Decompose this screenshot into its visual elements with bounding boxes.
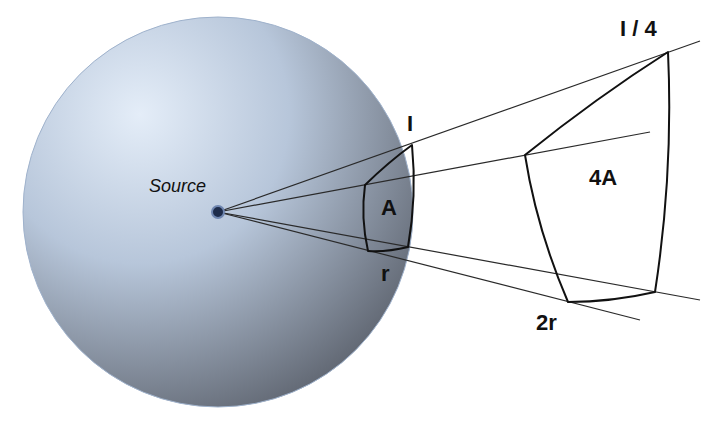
- patch-outline: [525, 52, 669, 302]
- radius-label: 2r: [536, 312, 557, 334]
- ray-line: [218, 212, 640, 320]
- area-label: 4A: [589, 167, 617, 189]
- intensity-label: I / 4: [620, 18, 657, 40]
- radius-label: r: [381, 263, 390, 285]
- area-label: A: [381, 197, 397, 219]
- area-patch: 4A: [509, 36, 684, 318]
- sphere: [23, 17, 413, 407]
- source-label: Source: [149, 177, 206, 195]
- source-dot: [212, 206, 224, 218]
- ray-line: [218, 212, 700, 300]
- ray-line: [218, 41, 700, 212]
- ray-line: [218, 132, 650, 212]
- ray-lines: [218, 41, 700, 320]
- patch-outline: [363, 145, 413, 251]
- area-patch: A: [349, 129, 428, 267]
- intensity-label: I: [407, 113, 413, 135]
